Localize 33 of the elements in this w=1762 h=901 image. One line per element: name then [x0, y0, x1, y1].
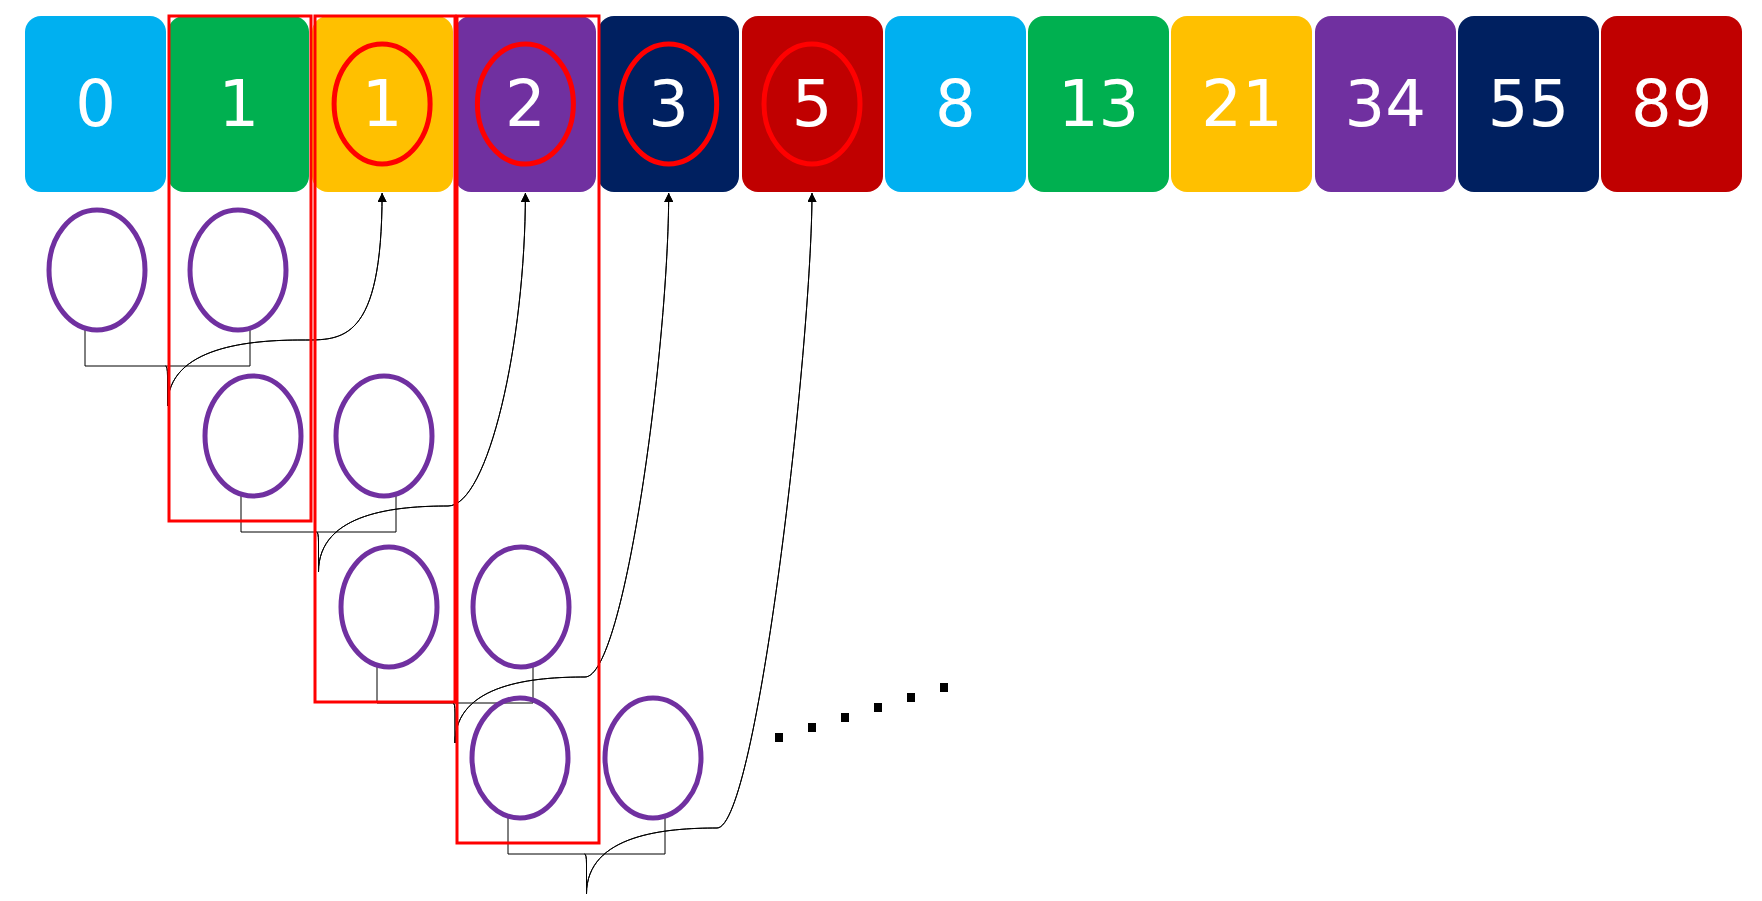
number-tile — [1601, 16, 1743, 192]
empty-circle — [46, 207, 148, 333]
empty-circle — [333, 373, 435, 499]
number-tile — [1171, 16, 1313, 192]
number-tile — [1314, 16, 1456, 192]
tile-number: 5 — [791, 72, 833, 136]
connector-arrow — [452, 192, 673, 744]
empty-circle — [338, 544, 440, 670]
connector-arrow — [584, 192, 817, 895]
tile-number: 0 — [75, 72, 116, 136]
number-tile — [598, 16, 740, 192]
empty-circle — [470, 544, 572, 670]
empty-circle — [469, 695, 571, 821]
tile-number: 34 — [1344, 72, 1426, 136]
tile-number: 21 — [1201, 72, 1283, 136]
empty-circle — [602, 695, 704, 821]
number-tile — [741, 16, 883, 192]
tile-number: 2 — [505, 72, 546, 136]
number-tile — [1458, 16, 1599, 192]
number-tile — [1028, 16, 1170, 192]
connector-arrow — [316, 192, 530, 573]
tile-number: 89 — [1631, 72, 1713, 136]
tile-number: 3 — [648, 72, 690, 136]
empty-circle — [202, 373, 304, 499]
tile-number: 55 — [1487, 72, 1570, 136]
number-tile — [168, 16, 310, 192]
number-tile — [25, 16, 166, 192]
tile-number: 8 — [934, 72, 976, 136]
tile-number: 1 — [218, 72, 260, 136]
empty-circle — [187, 207, 289, 333]
tile-number: 13 — [1057, 72, 1140, 136]
number-tile — [884, 16, 1026, 192]
tile-number: 1 — [361, 72, 403, 136]
